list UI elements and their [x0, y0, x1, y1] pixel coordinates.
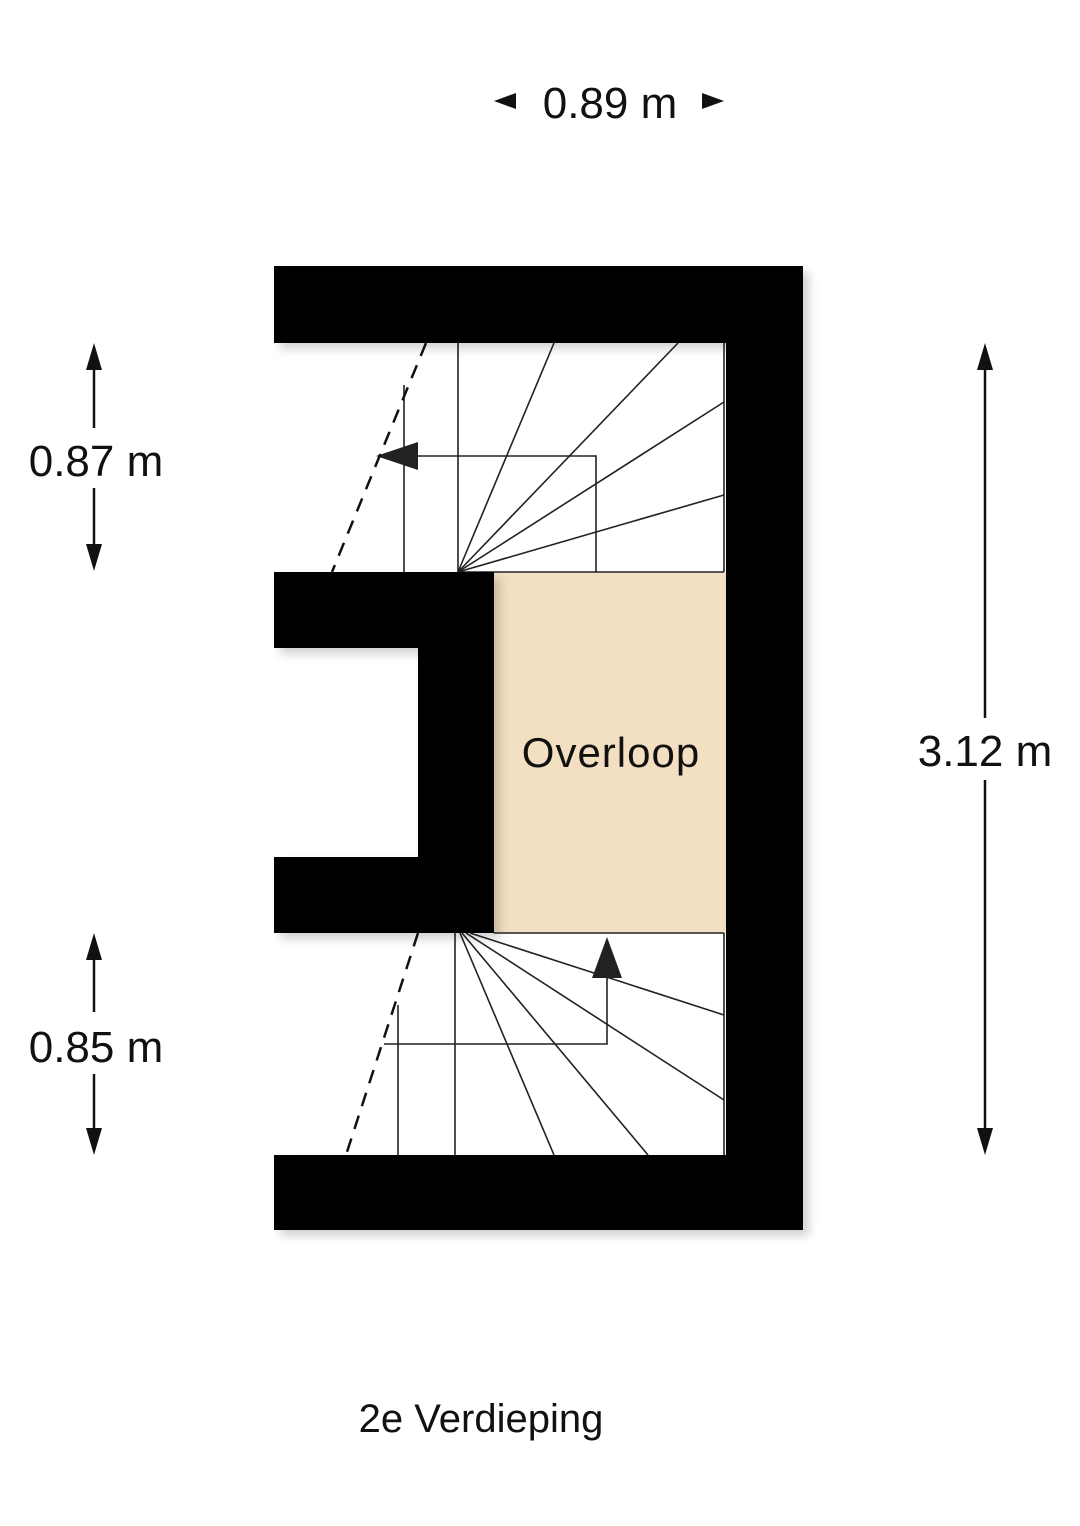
dimension-left-upper-label: 0.87 m — [29, 437, 164, 486]
stairs-lower — [344, 932, 725, 1156]
dimension-right-label: 3.12 m — [918, 727, 1053, 776]
room-label-overloop: Overloop — [522, 729, 700, 776]
dimension-top: 0.89 m — [494, 79, 724, 128]
arrow-down-icon — [977, 1128, 993, 1155]
direction-arrow-icon — [592, 937, 622, 978]
dimension-right: 3.12 m — [918, 343, 1053, 1155]
direction-arrow-icon — [376, 442, 418, 470]
arrow-right-icon — [702, 93, 724, 109]
dimension-left-lower-label: 0.85 m — [29, 1023, 164, 1072]
dimension-left-upper: 0.87 m — [29, 343, 164, 571]
arrow-up-icon — [86, 933, 102, 960]
arrow-up-icon — [86, 343, 102, 370]
arrow-left-icon — [494, 93, 516, 109]
room-overloop — [494, 572, 726, 933]
arrow-down-icon — [86, 544, 102, 571]
stairs-upper — [330, 342, 725, 573]
arrow-down-icon — [86, 1128, 102, 1155]
arrow-up-icon — [977, 343, 993, 370]
floor-label: 2e Verdieping — [359, 1397, 604, 1441]
dimension-left-lower: 0.85 m — [29, 933, 164, 1155]
walls — [274, 266, 803, 1230]
dimension-top-label: 0.89 m — [543, 79, 678, 128]
